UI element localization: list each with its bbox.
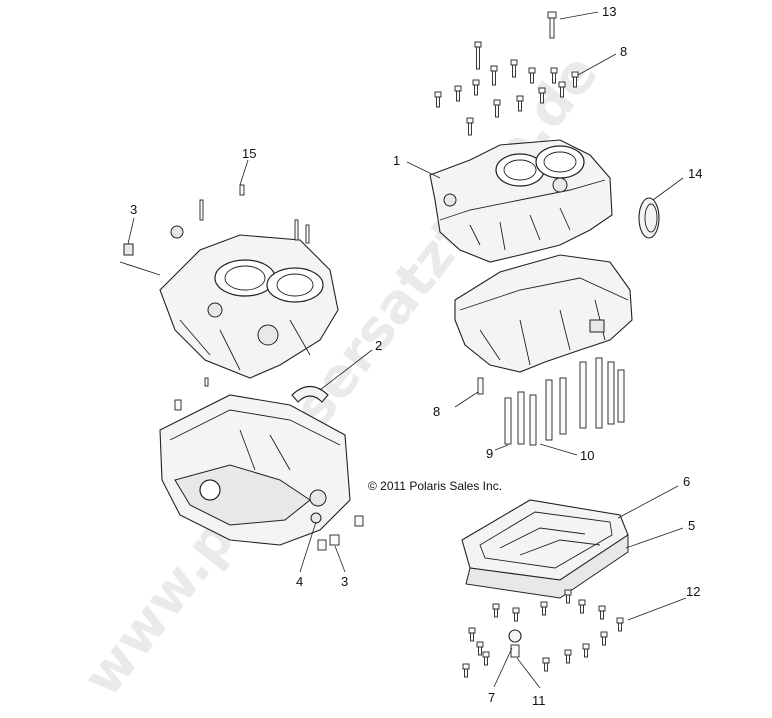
callout-9: 9 — [486, 446, 493, 461]
bolt — [528, 67, 536, 84]
bolt — [512, 607, 520, 622]
bolt — [550, 67, 558, 84]
bolt — [516, 95, 524, 112]
callout-labels: 13 8 1 14 15 3 2 8 9 10 4 3 6 5 12 7 11 — [130, 4, 702, 708]
left-fittings — [310, 512, 364, 551]
callout-12: 12 — [686, 584, 700, 599]
callout-15: 15 — [242, 146, 256, 161]
callout-3-bottom: 3 — [341, 574, 348, 589]
bolt — [490, 65, 498, 86]
lower-crankcase-right — [454, 254, 633, 373]
oil-pan — [461, 499, 629, 599]
bolt — [454, 85, 462, 102]
callout-2: 2 — [375, 338, 382, 353]
bolt — [492, 603, 500, 618]
bolt — [564, 589, 572, 604]
bolt — [474, 41, 482, 70]
bolt — [466, 117, 474, 136]
copyright-text: © 2011 Polaris Sales Inc. — [368, 479, 502, 493]
bolt — [578, 599, 586, 614]
pan-bolts — [462, 589, 624, 678]
left-upper-crankcase — [159, 234, 339, 379]
bolt — [476, 641, 484, 656]
bolt — [616, 617, 624, 632]
leader-lines — [127, 11, 687, 689]
callout-11: 13 — [602, 4, 616, 19]
callout-10: 10 — [580, 448, 594, 463]
upper-crankcase — [429, 139, 613, 263]
callout-7: 7 — [488, 690, 495, 705]
bearing-seal — [291, 385, 329, 403]
bolt — [582, 643, 590, 658]
bolt — [598, 605, 606, 620]
bolt — [510, 59, 518, 78]
bolt — [542, 657, 550, 672]
callout-8-top: 8 — [620, 44, 627, 59]
bolt — [540, 601, 548, 616]
callout-14: 14 — [688, 166, 702, 181]
left-lower-crankcase — [159, 377, 351, 546]
bolt — [564, 649, 572, 664]
callout-4: 4 — [296, 574, 303, 589]
bolt — [462, 663, 470, 678]
bolt — [472, 79, 480, 96]
bolt — [482, 651, 490, 666]
callout-3-top: 3 — [130, 202, 137, 217]
bolt — [600, 631, 608, 646]
drain-plug — [508, 629, 522, 658]
bolt — [434, 91, 442, 108]
bolt — [468, 627, 476, 642]
callout-8-mid: 8 — [433, 404, 440, 419]
callout-13: 11 — [532, 693, 546, 708]
bolt — [538, 87, 546, 104]
bolt — [493, 99, 501, 118]
long-bolts — [477, 357, 625, 446]
callout-5: 5 — [688, 518, 695, 533]
callout-6: 6 — [683, 474, 690, 489]
bolt — [558, 81, 566, 98]
bolt — [571, 71, 579, 88]
seal-part — [638, 197, 660, 239]
upper-bolt-set — [434, 11, 579, 136]
callout-1: 1 — [393, 153, 400, 168]
left-small-parts — [119, 184, 310, 276]
